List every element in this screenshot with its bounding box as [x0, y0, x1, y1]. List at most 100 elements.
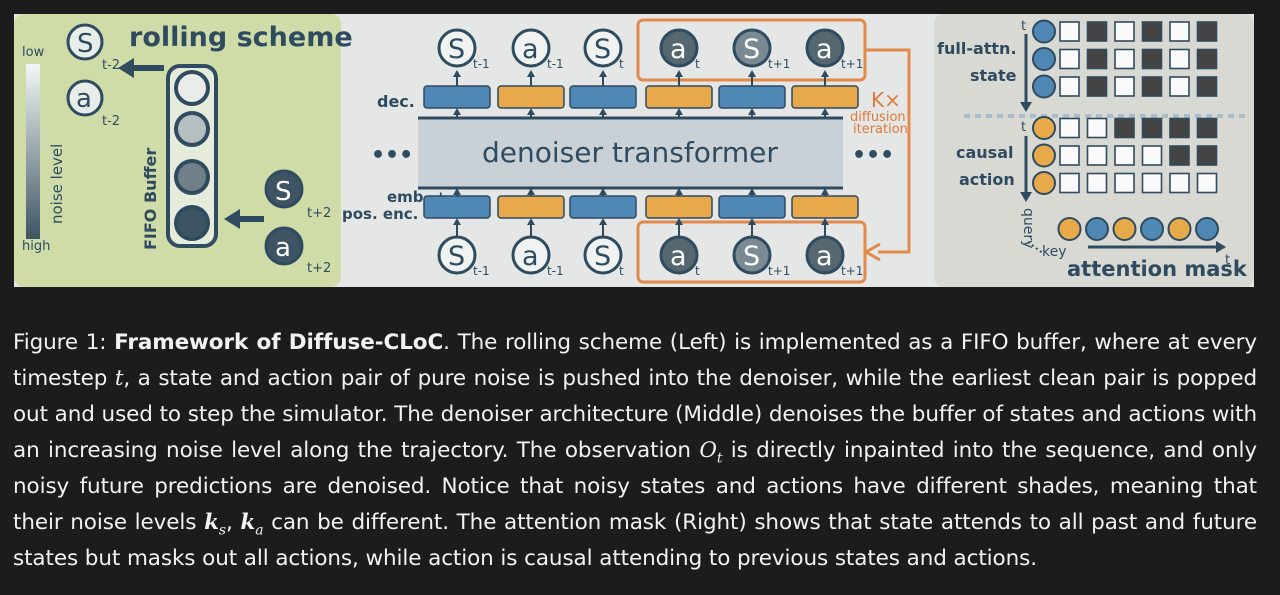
buffer-slot-2	[174, 111, 210, 147]
query-time-label-bottom: t	[1021, 120, 1026, 135]
query-key-corner	[1027, 241, 1045, 255]
token-subscript: t+2	[307, 206, 331, 221]
transformer-label: denoiser transformer	[482, 136, 778, 169]
output-token-circle	[437, 28, 477, 68]
input-token-circle	[511, 235, 551, 275]
token-subscript: t	[619, 264, 624, 278]
mask-cell	[1169, 21, 1190, 42]
key-label: key	[1042, 244, 1067, 260]
token-subscript: t-2	[102, 58, 120, 73]
key-token	[1085, 217, 1109, 241]
input-token-circle	[583, 235, 623, 275]
denoiser-panel: dec. emb. + pos. enc. ••• ••• K× diffusi…	[342, 18, 911, 284]
mask-cell	[1059, 172, 1080, 194]
rolling-scheme-title: rolling scheme	[129, 22, 353, 53]
flow-arrowhead-icon	[675, 70, 683, 77]
mask-cell	[1059, 117, 1080, 139]
flow-arrowhead-icon	[821, 108, 829, 115]
token-symbol: a	[816, 241, 833, 272]
mask-cell	[1114, 117, 1135, 139]
token-subscript: t+1	[768, 57, 790, 71]
caption-var-obs-sub: t	[716, 450, 723, 467]
query-token	[1032, 116, 1056, 140]
query-token	[1032, 19, 1056, 44]
mask-cell	[1114, 21, 1135, 42]
token-symbol: S	[77, 29, 94, 59]
token-subscript: t+1	[768, 264, 790, 278]
dec-label: dec.	[377, 92, 415, 111]
input-token-circle	[437, 235, 477, 275]
output-token-circle	[659, 28, 699, 68]
caption-text-2: , a state and action pair of pure noise …	[13, 366, 1257, 463]
decoder-action-bar	[497, 85, 565, 109]
mask-cell	[1059, 21, 1080, 42]
popped-action-token	[66, 79, 104, 117]
decoder-action-bar	[791, 85, 859, 109]
caption-var-obs: O	[699, 438, 717, 463]
key-token	[1057, 217, 1082, 241]
pushed-state-token	[264, 169, 304, 209]
output-token-circle	[511, 28, 551, 68]
token-subscript: t+2	[307, 261, 331, 276]
fifo-buffer-label: FIFO Buffer	[141, 148, 160, 250]
full-attn-label-line1: full-attn.	[937, 39, 1017, 58]
buffer-slot-1	[174, 70, 210, 106]
key-axis-arrow-icon	[1216, 241, 1226, 253]
query-token	[1032, 74, 1056, 99]
key-token	[1112, 217, 1137, 241]
token-symbol: a	[76, 84, 92, 114]
fifo-buffer	[166, 64, 218, 248]
token-symbol: a	[522, 241, 539, 272]
decoder-state-bar	[423, 85, 491, 109]
caption-var-t: t	[114, 366, 124, 391]
token-symbol: S	[743, 34, 760, 65]
attention-mask-grid	[1032, 19, 1219, 241]
token-subscript: t	[619, 57, 624, 71]
caption-text-4: can be different. The attention mask (Ri…	[13, 510, 1258, 571]
output-token-circle	[583, 28, 623, 68]
embedding-action-bar	[497, 195, 565, 219]
flow-arrowhead-icon	[821, 218, 829, 225]
push-arrow-head-icon	[224, 209, 240, 229]
caption-text-3: is directly inpainted into the sequence,…	[13, 438, 1257, 535]
token-symbol: S	[594, 241, 611, 272]
flow-arrowhead-icon	[453, 70, 461, 77]
input-token-circle	[805, 235, 845, 275]
mask-cell	[1141, 21, 1163, 42]
noise-level-axis-label: noise level	[48, 144, 66, 224]
embedding-state-bar	[569, 195, 637, 219]
causal-label-line1: causal	[956, 143, 1013, 162]
mask-cell	[1086, 76, 1108, 97]
query-token	[1032, 47, 1056, 71]
buffer-slot-3	[174, 159, 210, 195]
flow-arrowhead-icon	[527, 188, 535, 195]
mask-cell	[1196, 145, 1218, 166]
mask-cell	[1059, 76, 1080, 97]
token-subscript: t-1	[547, 264, 564, 278]
decoder-action-bar	[645, 85, 713, 109]
diffusion-loop-arrowhead-icon	[862, 242, 881, 262]
left-ellipsis: •••	[371, 143, 413, 168]
caption-text-1: . The rolling scheme (Left) is implement…	[13, 330, 1257, 391]
right-ellipsis: •••	[852, 143, 894, 168]
flow-arrowhead-icon	[599, 188, 607, 195]
input-token-circle	[659, 235, 699, 275]
mask-cell	[1196, 21, 1218, 42]
diffusion-label-line1: diffusion	[850, 110, 906, 125]
emb-label-line2: pos. enc.	[342, 205, 418, 223]
mask-cell	[1114, 145, 1135, 166]
denoiser-transformer-block	[418, 118, 843, 188]
query-time-label-top: t	[1021, 19, 1026, 34]
query-label: query	[1020, 208, 1036, 248]
attention-mask-label: attention mask	[1067, 257, 1248, 281]
caption-var-ks: k	[204, 510, 219, 535]
query-token	[1032, 171, 1056, 195]
